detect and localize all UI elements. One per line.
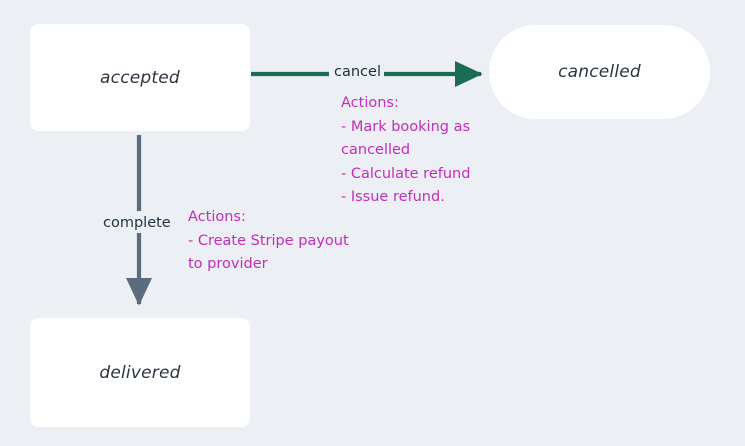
state-node-delivered-label: delivered: [99, 362, 181, 383]
annotation-line: - Create Stripe payout: [188, 232, 349, 249]
edge-label-complete: complete: [99, 213, 175, 233]
state-node-accepted-label: accepted: [100, 67, 180, 88]
annotation-line: - Mark booking as: [341, 118, 471, 135]
state-node-cancelled-label: cancelled: [558, 62, 641, 82]
annotation-actions-complete: Actions: - Create Stripe payout to provi…: [188, 206, 349, 277]
annotation-line: Actions:: [341, 95, 399, 111]
annotation-line: cancelled: [341, 142, 411, 158]
edge-label-cancel: cancel: [331, 64, 384, 80]
annotation-actions-cancel: Actions: - Mark booking as cancelled - C…: [341, 92, 470, 210]
state-node-cancelled[interactable]: cancelled: [489, 25, 710, 119]
annotation-line: to provider: [188, 256, 268, 272]
state-node-accepted[interactable]: accepted: [30, 24, 250, 131]
annotation-line: Actions:: [188, 209, 246, 225]
annotation-line: - Calculate refund: [341, 165, 471, 182]
state-node-delivered[interactable]: delivered: [30, 318, 250, 427]
annotation-line: - Issue refund.: [341, 189, 445, 205]
